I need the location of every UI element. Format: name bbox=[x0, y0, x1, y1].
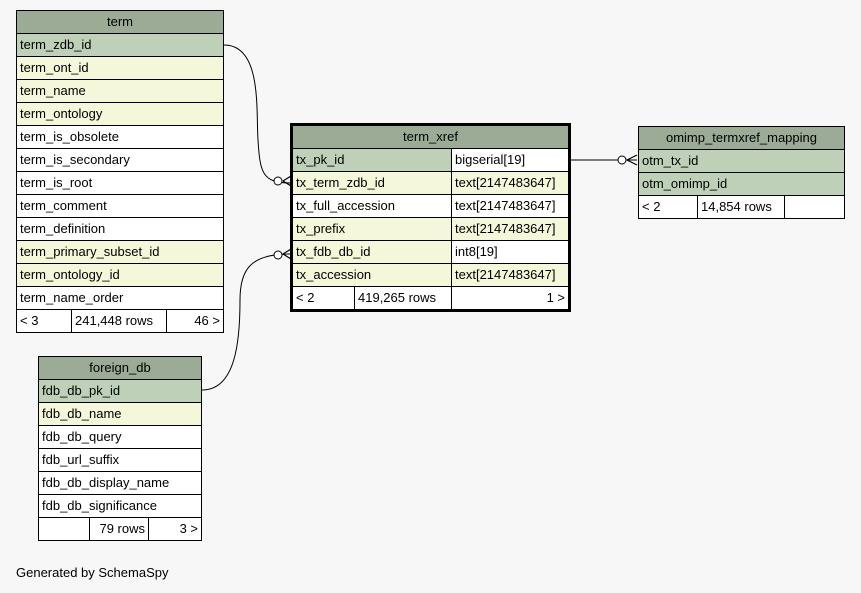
foreign-db-column: fdb_db_significance bbox=[38, 494, 202, 518]
table-term-title[interactable]: term bbox=[16, 10, 224, 34]
foreign-db-column: fdb_db_query bbox=[38, 425, 202, 449]
table-term[interactable]: term term_zdb_id term_ont_id term_name t… bbox=[16, 10, 224, 333]
omimp-column: otm_tx_id bbox=[638, 149, 845, 173]
omimp-column: otm_omimp_id bbox=[638, 172, 845, 196]
table-term-xref-title[interactable]: term_xref bbox=[291, 124, 570, 149]
foreign-db-children-count: 3 > bbox=[148, 517, 202, 541]
term-xref-parents-count: < 2 bbox=[291, 286, 355, 311]
generated-by-text: Generated by SchemaSpy bbox=[16, 565, 169, 580]
link-term-xref-to-omimp-crowfoot bbox=[617, 155, 627, 165]
term-column: term_primary_subset_id bbox=[16, 240, 224, 264]
omimp-parents-count: < 2 bbox=[638, 195, 698, 219]
term-children-count: 46 > bbox=[166, 309, 224, 333]
term-xref-column-type: text[2147483647] bbox=[451, 194, 570, 218]
term-xref-column-name: tx_fdb_db_id bbox=[291, 240, 452, 264]
term-xref-column-type: text[2147483647] bbox=[451, 217, 570, 241]
term-row-count: 241,448 rows bbox=[71, 309, 167, 333]
term-parents-count: < 3 bbox=[16, 309, 72, 333]
term-xref-row-count: 419,265 rows bbox=[354, 286, 452, 311]
foreign-db-parents-count bbox=[38, 517, 90, 541]
term-xref-column-name: tx_pk_id bbox=[291, 148, 452, 172]
table-term-xref[interactable]: term_xref tx_pk_id bigserial[19] tx_term… bbox=[290, 123, 571, 312]
term-xref-column-type: int8[19] bbox=[451, 240, 570, 264]
foreign-db-row-count: 79 rows bbox=[89, 517, 149, 541]
term-column: term_ont_id bbox=[16, 56, 224, 80]
term-xref-column-type: text[2147483647] bbox=[451, 171, 570, 195]
foreign-db-column: fdb_db_pk_id bbox=[38, 379, 202, 403]
term-column: term_definition bbox=[16, 217, 224, 241]
term-xref-column-name: tx_prefix bbox=[291, 217, 452, 241]
link-term-to-term-xref-crowfoot bbox=[273, 176, 283, 186]
link-foreign-db-to-term-xref bbox=[201, 253, 291, 391]
term-column: term_is_root bbox=[16, 171, 224, 195]
foreign-db-column: fdb_url_suffix bbox=[38, 448, 202, 472]
term-column: term_is_secondary bbox=[16, 148, 224, 172]
table-omimp-termxref-mapping[interactable]: omimp_termxref_mapping otm_tx_id otm_omi… bbox=[638, 126, 845, 219]
term-xref-column-type: bigserial[19] bbox=[451, 148, 570, 172]
table-foreign-db[interactable]: foreign_db fdb_db_pk_id fdb_db_name fdb_… bbox=[38, 356, 202, 541]
omimp-row-count: 14,854 rows bbox=[697, 195, 785, 219]
table-omimp-termxref-mapping-title[interactable]: omimp_termxref_mapping bbox=[638, 126, 845, 150]
term-column: term_is_obsolete bbox=[16, 125, 224, 149]
omimp-children-count bbox=[784, 195, 845, 219]
term-column: term_comment bbox=[16, 194, 224, 218]
foreign-db-column: fdb_db_display_name bbox=[38, 471, 202, 495]
table-foreign-db-title[interactable]: foreign_db bbox=[38, 356, 202, 380]
term-column: term_name bbox=[16, 79, 224, 103]
term-column: term_zdb_id bbox=[16, 33, 224, 57]
term-xref-column-name: tx_accession bbox=[291, 263, 452, 287]
foreign-db-column: fdb_db_name bbox=[38, 402, 202, 426]
term-column: term_ontology_id bbox=[16, 263, 224, 287]
term-xref-children-count: 1 > bbox=[451, 286, 570, 311]
term-column: term_ontology bbox=[16, 102, 224, 126]
term-xref-column-name: tx_full_accession bbox=[291, 194, 452, 218]
term-xref-column-name: tx_term_zdb_id bbox=[291, 171, 452, 195]
term-column: term_name_order bbox=[16, 286, 224, 310]
link-foreign-db-to-term-xref-crowfoot bbox=[273, 250, 283, 260]
link-term-to-term-xref bbox=[223, 44, 291, 184]
term-xref-column-type: text[2147483647] bbox=[451, 263, 570, 287]
